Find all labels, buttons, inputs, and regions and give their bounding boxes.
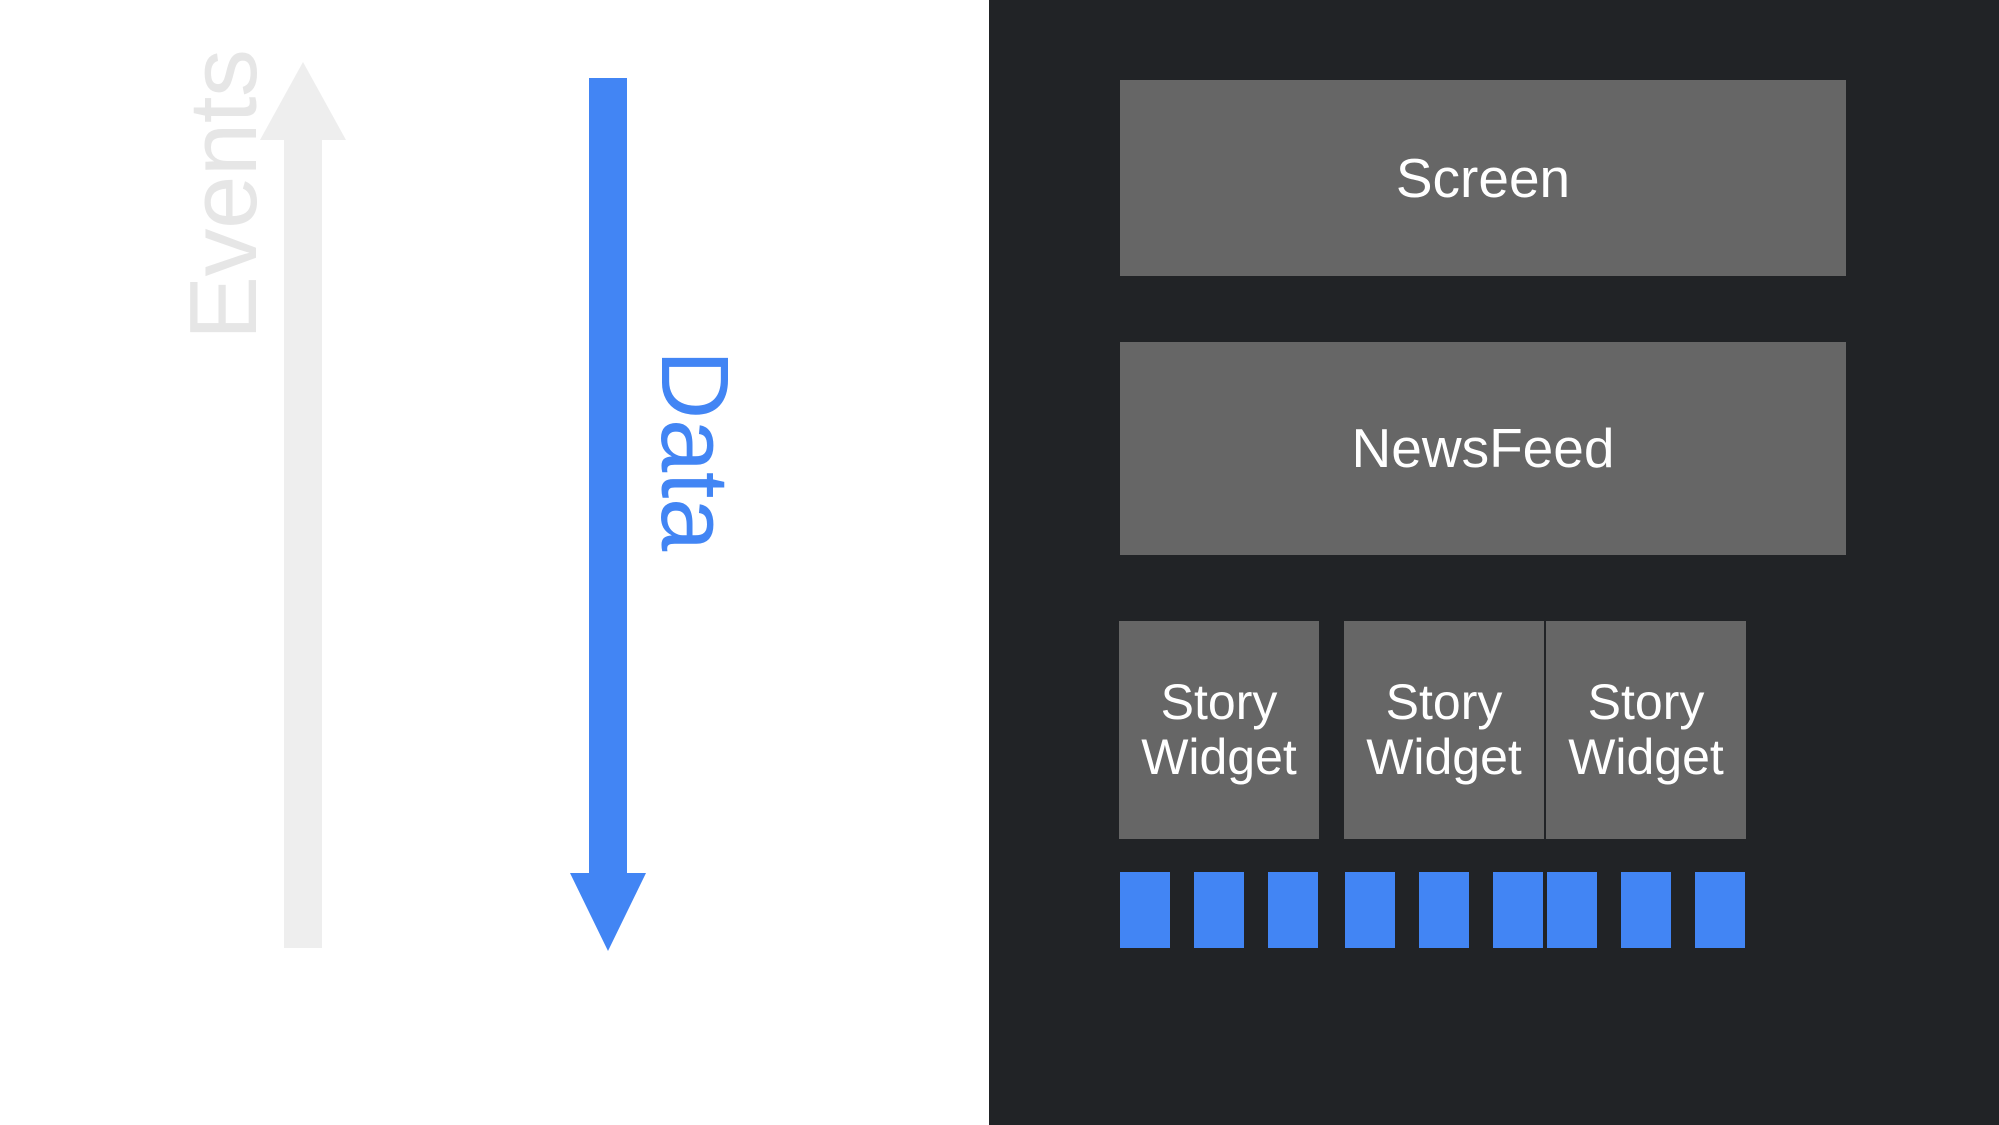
leaf-node[interactable] — [1493, 872, 1543, 948]
arrow-down-icon — [570, 78, 646, 951]
story-widget-label-line1: Story — [1587, 674, 1705, 730]
story-widget-label-line2: Widget — [1568, 729, 1724, 785]
leaf-node[interactable] — [1695, 872, 1745, 948]
story-widget-label-line1: Story — [1385, 674, 1503, 730]
component-node-story-widget-label: Story Widget — [1141, 675, 1297, 785]
story-widget-label-line2: Widget — [1141, 729, 1297, 785]
component-node-screen[interactable]: Screen — [1120, 80, 1846, 276]
leaf-node[interactable] — [1268, 872, 1318, 948]
component-node-story-widget-label: Story Widget — [1366, 675, 1522, 785]
flow-legend-panel: Events Data — [0, 0, 989, 1125]
component-node-screen-label: Screen — [1395, 146, 1571, 209]
component-node-story-widget[interactable]: Story Widget — [1119, 621, 1319, 839]
leaf-node[interactable] — [1547, 872, 1597, 948]
component-node-newsfeed[interactable]: NewsFeed — [1120, 342, 1846, 555]
leaf-node[interactable] — [1120, 872, 1170, 948]
arrow-up-icon — [260, 62, 346, 948]
leaf-node[interactable] — [1419, 872, 1469, 948]
component-node-story-widget[interactable]: Story Widget — [1344, 621, 1544, 839]
leaf-node-row — [1120, 872, 1318, 948]
component-node-newsfeed-label: NewsFeed — [1351, 417, 1615, 480]
events-flow-label: Events — [170, 49, 277, 340]
leaf-node[interactable] — [1621, 872, 1671, 948]
leaf-node[interactable] — [1345, 872, 1395, 948]
story-widget-label-line1: Story — [1160, 674, 1278, 730]
leaf-node[interactable] — [1194, 872, 1244, 948]
leaf-node-row — [1547, 872, 1745, 948]
component-node-story-widget[interactable]: Story Widget — [1546, 621, 1746, 839]
story-widget-label-line2: Widget — [1366, 729, 1522, 785]
data-flow-label: Data — [641, 350, 748, 551]
leaf-node-row — [1345, 872, 1543, 948]
component-tree-panel: Screen NewsFeed Story Widget Story Widge… — [989, 0, 1999, 1125]
component-node-story-widget-label: Story Widget — [1568, 675, 1724, 785]
